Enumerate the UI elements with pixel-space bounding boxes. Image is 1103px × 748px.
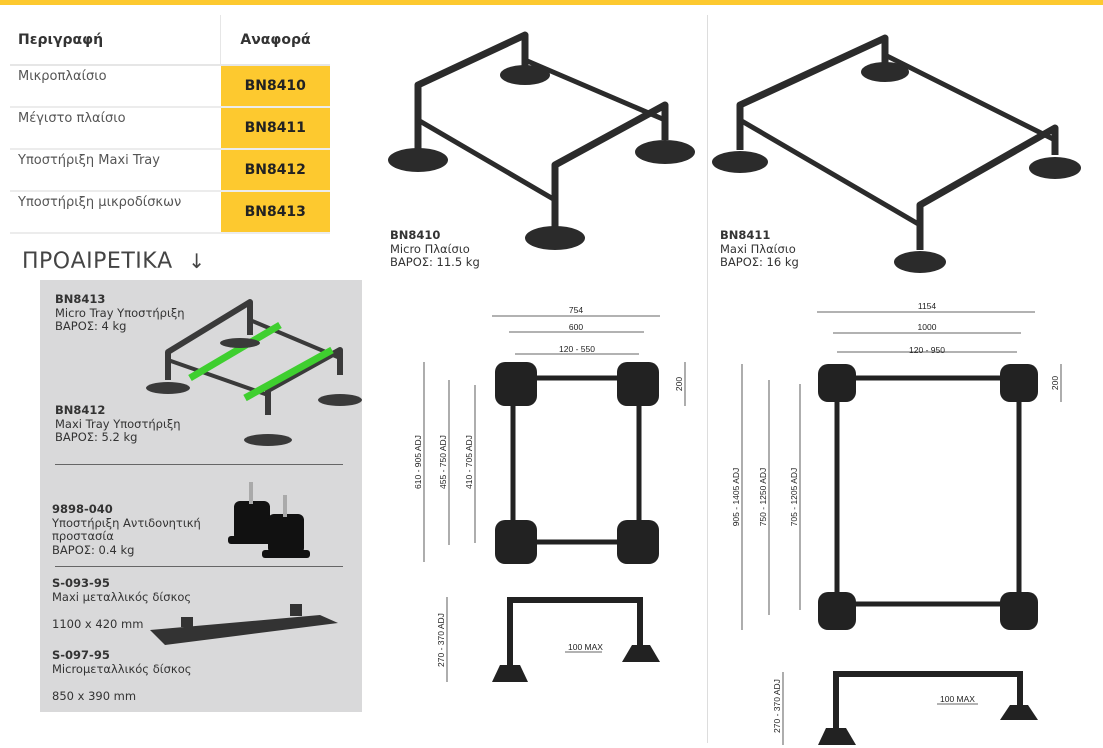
row-reference: BN8412 [220, 149, 330, 192]
dim-maxi-w-mid: 1000 [918, 322, 937, 332]
dim-micro-height: 270 - 370 ADJ [436, 613, 446, 667]
row-reference: BN8411 [220, 107, 330, 150]
dim-maxi-w-adj: 120 - 950 [909, 345, 945, 355]
dim-micro-w-outer: 754 [569, 305, 583, 315]
top-accent-bar [0, 0, 1103, 5]
accessory-detail: ΒΑΡΟΣ: 4 kg [55, 319, 127, 333]
product-weight: ΒΑΡΟΣ: 16 kg [720, 255, 799, 269]
accessory-code: BN8413 [55, 292, 106, 306]
accessory-s-097-95: S-097-95 Microμεταλλικός δίσκος 850 x 39… [52, 648, 192, 703]
caption-bn8410: BN8410 Micro Πλαίσιο ΒΑΡΟΣ: 11.5 kg [390, 228, 480, 270]
accessory-code: S-097-95 [52, 648, 110, 662]
dim-maxi-pad: 200 [1050, 376, 1060, 390]
dim-micro-pad: 200 [674, 377, 684, 391]
dim-micro-h-mid: 455 - 750 ADJ [438, 435, 448, 489]
metal-tray-image [150, 604, 338, 645]
accessory-name: Maxi Tray Υποστήριξη [55, 416, 181, 431]
micro-plan-drawing [423, 315, 686, 564]
anti-vibration-mounts-image [228, 482, 310, 558]
accessory-name: Micro Tray Υποστήριξη [55, 305, 185, 320]
divider [55, 566, 343, 567]
arrow-down-icon: ↓ [188, 249, 206, 273]
product-code: BN8411 [720, 228, 771, 242]
dim-maxi-h-outer: 905 - 1405 ADJ [731, 468, 741, 527]
accessory-s-093-95: S-093-95 Maxi μεταλλικός δίσκος 1100 x 4… [52, 576, 192, 631]
row-description: Υποστήριξη Maxi Tray [10, 149, 221, 192]
accessory-name: Υποστήριξη Αντιδονητική προστασία [52, 515, 201, 543]
dim-micro-max: 100 MAX [568, 642, 603, 652]
tray-support-image [146, 299, 362, 446]
accessory-detail: 850 x 390 mm [52, 688, 137, 703]
accessory-detail: ΒΑΡΟΣ: 0.4 kg [52, 542, 135, 557]
accessory-code: BN8412 [55, 403, 106, 417]
dim-micro-h-outer: 610 - 905 ADJ [413, 435, 423, 489]
header-reference: Αναφορά [220, 15, 330, 66]
accessory-code: S-093-95 [52, 576, 110, 590]
accessories-panel: BN8413 Micro Tray Υποστήριξη ΒΑΡΟΣ: 4 kg… [40, 280, 362, 712]
dim-maxi-height: 270 - 370 ADJ [772, 679, 782, 733]
row-reference: BN8410 [220, 65, 330, 108]
accessory-9898-040: 9898-040 Υποστήριξη Αντιδονητική προστασ… [52, 502, 227, 557]
header-description: Περιγραφή [10, 15, 221, 66]
product-name: Micro Πλαίσιο [390, 241, 470, 256]
maxi-frame-image [712, 34, 1081, 273]
row-reference: BN8413 [220, 191, 330, 234]
optional-heading: ΠΡΟΑΙΡΕΤΙΚΑ ↓ [22, 249, 206, 274]
product-code: BN8410 [390, 228, 441, 242]
accessory-illustrations [146, 299, 362, 645]
column-divider [707, 15, 708, 743]
dim-micro-h-inner: 410 - 705 ADJ [464, 435, 474, 489]
accessory-detail: ΒΑΡΟΣ: 5.2 kg [55, 430, 138, 444]
row-description: Μέγιστο πλαίσιο [10, 107, 221, 150]
accessory-name: Maxi μεταλλικός δίσκος [52, 589, 192, 604]
divider [55, 464, 343, 465]
dim-maxi-h-inner: 705 - 1205 ADJ [789, 468, 799, 527]
product-name: Maxi Πλαίσιο [720, 241, 796, 256]
accessory-code: 9898-040 [52, 502, 113, 516]
micro-side-drawing [446, 597, 660, 682]
product-weight: ΒΑΡΟΣ: 11.5 kg [390, 255, 480, 269]
row-description: Υποστήριξη μικροδίσκων [10, 191, 221, 234]
table-header: Περιγραφή Αναφορά [10, 15, 330, 66]
accessory-bn8413: BN8413 Micro Tray Υποστήριξη ΒΑΡΟΣ: 4 kg [55, 292, 185, 334]
accessory-bn8412: BN8412 Maxi Tray Υποστήριξη ΒΑΡΟΣ: 5.2 k… [55, 403, 181, 445]
optional-title: ΠΡΟΑΙΡΕΤΙΚΑ [22, 249, 173, 274]
maxi-plan-drawing [741, 311, 1062, 630]
dim-micro-w-adj: 120 - 550 [559, 344, 595, 354]
row-description: Μικροπλαίσιο [10, 65, 221, 108]
maxi-side-drawing [782, 671, 1038, 745]
accessory-detail: 1100 x 420 mm [52, 616, 144, 631]
dim-maxi-w-outer: 1154 [918, 301, 937, 311]
dim-maxi-max: 100 MAX [940, 694, 975, 704]
accessory-name: Microμεταλλικός δίσκος [52, 661, 192, 676]
dim-micro-w-mid: 600 [569, 322, 583, 332]
dim-maxi-h-mid: 750 - 1250 ADJ [758, 468, 768, 527]
caption-bn8411: BN8411 Maxi Πλαίσιο ΒΑΡΟΣ: 16 kg [720, 228, 799, 270]
micro-frame-image [388, 31, 695, 250]
